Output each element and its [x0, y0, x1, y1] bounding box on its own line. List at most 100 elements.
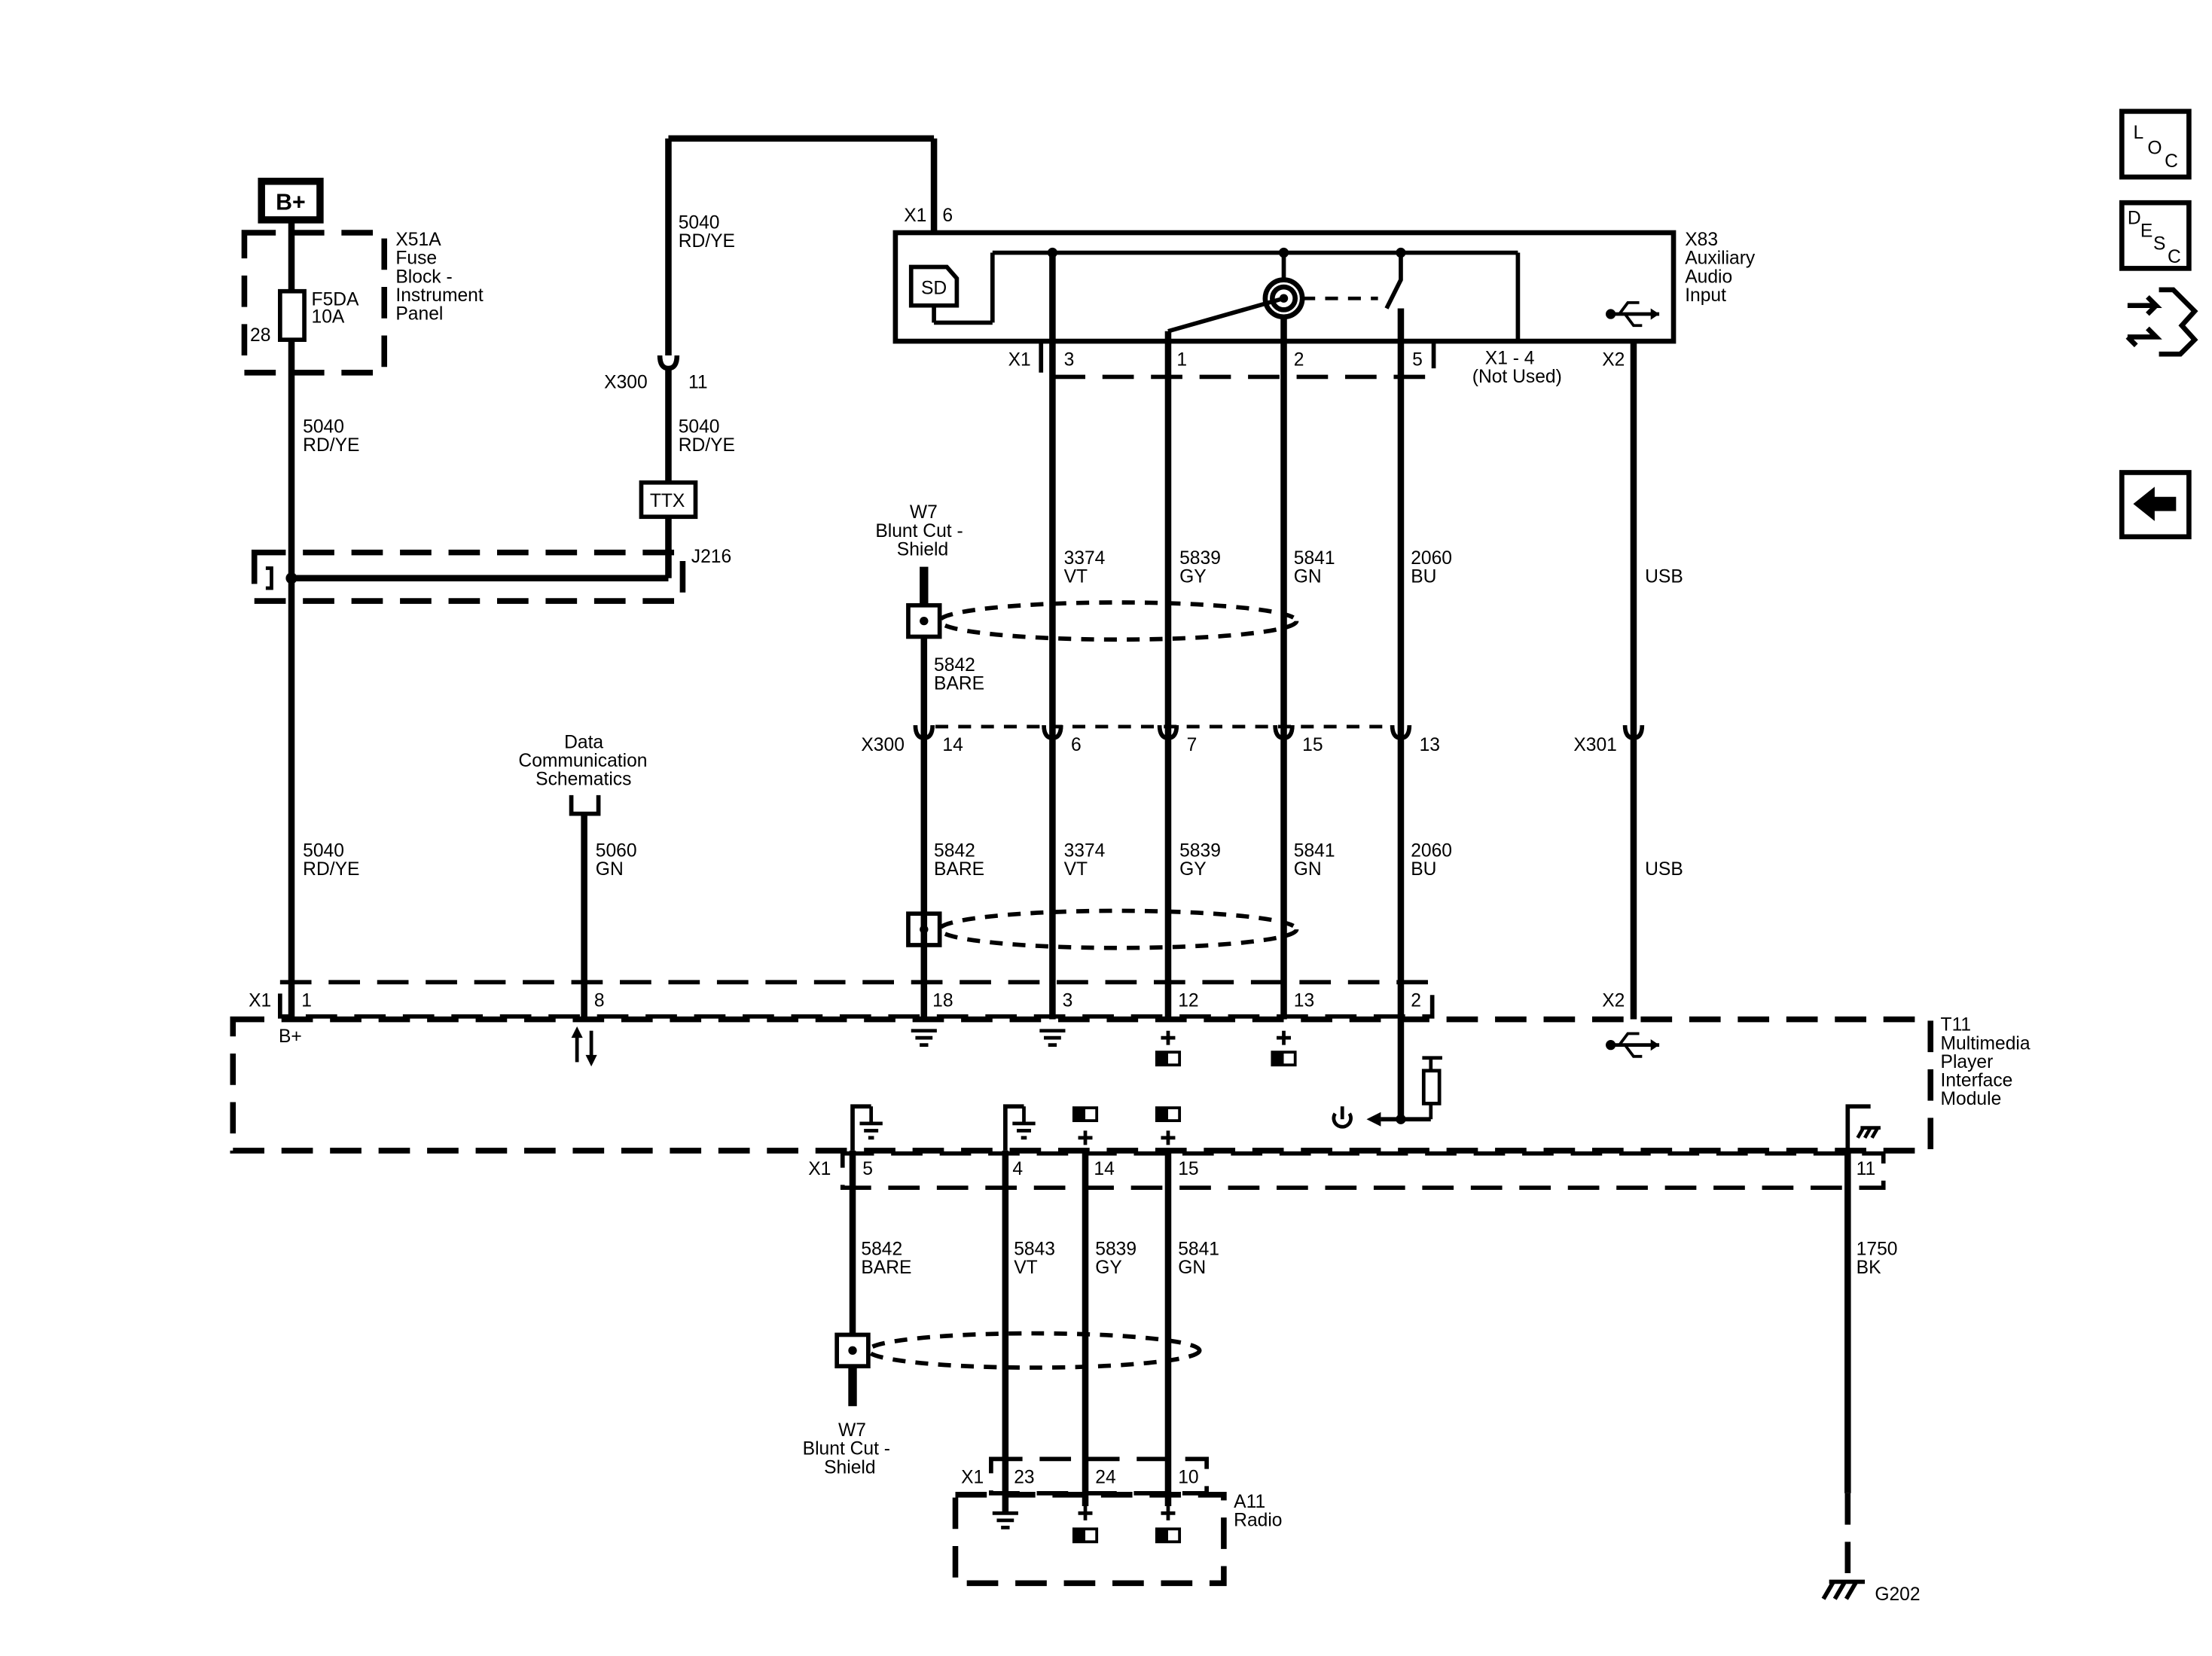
loc-letter-c: C [2165, 151, 2178, 172]
x300-top-ref: X300 [604, 373, 648, 393]
x83-not-used-2: (Not Used) [1472, 367, 1562, 387]
t11-top-connector [278, 980, 1435, 1019]
fuse-pin: 28 [250, 325, 270, 346]
wire-5839-upper-col: GY [1179, 566, 1207, 587]
ground-icon-pin5 [859, 1106, 883, 1140]
wire-5842-bottom-col: BARE [861, 1258, 911, 1278]
battery-label: B+ [276, 191, 306, 215]
wire-5839-bottom-num: 5839 [1095, 1239, 1137, 1259]
fuse-block-line-3: Instrument [395, 285, 483, 306]
x83-title-2: Auxiliary [1685, 249, 1756, 269]
desc-button[interactable]: D E S C [2119, 200, 2192, 271]
x83-title-4: Input [1685, 285, 1726, 306]
ground-icon-pin4 [1012, 1106, 1036, 1140]
wire-5839-upper-num: 5839 [1179, 548, 1221, 569]
t11-pin-5: 5 [862, 1159, 873, 1179]
connector-x301 [1622, 724, 1645, 740]
splice-j216-outline [251, 549, 686, 604]
a11-title-1: A11 [1234, 1492, 1265, 1512]
x83-not-used-1: X1 - 4 [1485, 348, 1535, 368]
power-icon [1332, 1106, 1353, 1129]
a11-x1-ref: X1 [961, 1468, 984, 1488]
pullup-resistor [1421, 1056, 1442, 1120]
desc-letter-s: S [2153, 234, 2165, 255]
x300-mid-pin-15: 15 [1302, 735, 1323, 755]
back-button[interactable] [2119, 470, 2192, 540]
chassis-ground-g202-icon [1821, 1579, 1866, 1600]
x83-x1-connector [1039, 339, 1436, 380]
wire-5040-b-col: RD/YE [679, 231, 735, 252]
shield-top-col: BARE [934, 674, 984, 694]
a11-connector [989, 1456, 1209, 1496]
connector-x300-mid [913, 724, 1412, 740]
wire-5839-lower-col: GY [1179, 859, 1207, 880]
shield-top-line-3: Shield [897, 539, 948, 560]
ground-icon-a11 [992, 1511, 1018, 1529]
desc-letter-e: E [2140, 221, 2153, 242]
loc-letter-o: O [2147, 139, 2162, 159]
x83-pin-5: 5 [1412, 349, 1423, 370]
data-comm-link-icon[interactable] [569, 794, 601, 816]
shield-top-line-2: Blunt Cut - [875, 521, 963, 541]
shield-top-ellipse [937, 600, 1299, 642]
wire-5040-a-num: 5040 [303, 416, 344, 437]
wire-1750-col: BK [1857, 1258, 1881, 1278]
shield-bottom-line-3: Shield [824, 1457, 875, 1478]
x83-x1-ref: X1 [904, 206, 926, 226]
x83-pin-1: 1 [1176, 349, 1187, 370]
wire-5060-col: GN [596, 859, 624, 880]
t11-pin-1: 1 [301, 990, 312, 1011]
shield-top-num: 5842 [934, 655, 975, 676]
x300-top-pin: 11 [688, 373, 708, 393]
x83-x1-pin: 6 [942, 206, 953, 226]
t11-title-2: Multimedia [1941, 1033, 2030, 1054]
t11-pin-3: 3 [1063, 990, 1073, 1011]
wire-2060-upper-col: BU [1411, 566, 1436, 587]
wire-5841-bottom-col: GN [1178, 1258, 1206, 1278]
audio-plus-icon-pin12 [1155, 1030, 1182, 1067]
wire-3374-upper-num: 3374 [1064, 548, 1106, 569]
wire-2060-lower-col: BU [1411, 859, 1436, 880]
back-arrow-icon [2133, 486, 2177, 521]
wire-5843-col: VT [1014, 1258, 1037, 1278]
fuse-block-line-4: Panel [395, 304, 443, 325]
t11-x1-bottom-ref: X1 [808, 1159, 831, 1179]
loc-button[interactable]: L O C [2119, 108, 2192, 180]
t11-pin-4: 4 [1012, 1159, 1023, 1179]
x83-title-3: Audio [1685, 267, 1732, 287]
t11-x2-ref: X2 [1602, 990, 1625, 1011]
fuse-block-line-1: Fuse [395, 249, 437, 269]
wire-5841-lower-col: GN [1294, 859, 1322, 880]
t11-title-3: Player [1941, 1052, 1994, 1072]
wire-5841-upper-num: 5841 [1294, 548, 1335, 569]
wire-5843-num: 5843 [1014, 1239, 1055, 1259]
x301-ref: X301 [1573, 735, 1617, 755]
sd-card-icon [908, 264, 960, 308]
t11-pin-8: 8 [594, 990, 605, 1011]
desc-letter-d: D [2128, 209, 2141, 229]
fuse-rating: 10A [312, 306, 345, 327]
a11-pin-23: 23 [1014, 1468, 1034, 1488]
shield-mid-ellipse [937, 908, 1299, 950]
audio-plus-icon-a11-24 [1072, 1505, 1099, 1544]
loc-letter-l: L [2133, 123, 2143, 143]
t11-module-outline [230, 1016, 1934, 1154]
splice-j216-label: J216 [691, 547, 731, 567]
audio-plus-icon-a11-10 [1155, 1505, 1182, 1544]
shield-bottom-ellipse [866, 1331, 1202, 1370]
bidirectional-data-icon [571, 1026, 597, 1067]
desc-letter-c: C [2168, 247, 2181, 267]
wire-usb-lower-col: USB [1645, 859, 1683, 880]
connector-view-icon[interactable] [2125, 287, 2198, 357]
audio-jack-icon [1167, 252, 1403, 334]
wire-1750-num: 1750 [1857, 1239, 1898, 1259]
ground-icon-pin18 [911, 1029, 937, 1048]
x83-x1-bottom-ref: X1 [1008, 349, 1031, 370]
x83-title-1: X83 [1685, 230, 1718, 250]
x300-mid-pin-13: 13 [1420, 735, 1440, 755]
audio-plus-icon-pin13 [1271, 1030, 1297, 1067]
wire-3374-upper-col: VT [1064, 566, 1088, 587]
shield-bottom-line-1: W7 [838, 1420, 866, 1441]
wire-5842-lower-col: BARE [934, 859, 984, 880]
t11-pin-15: 15 [1178, 1159, 1198, 1179]
